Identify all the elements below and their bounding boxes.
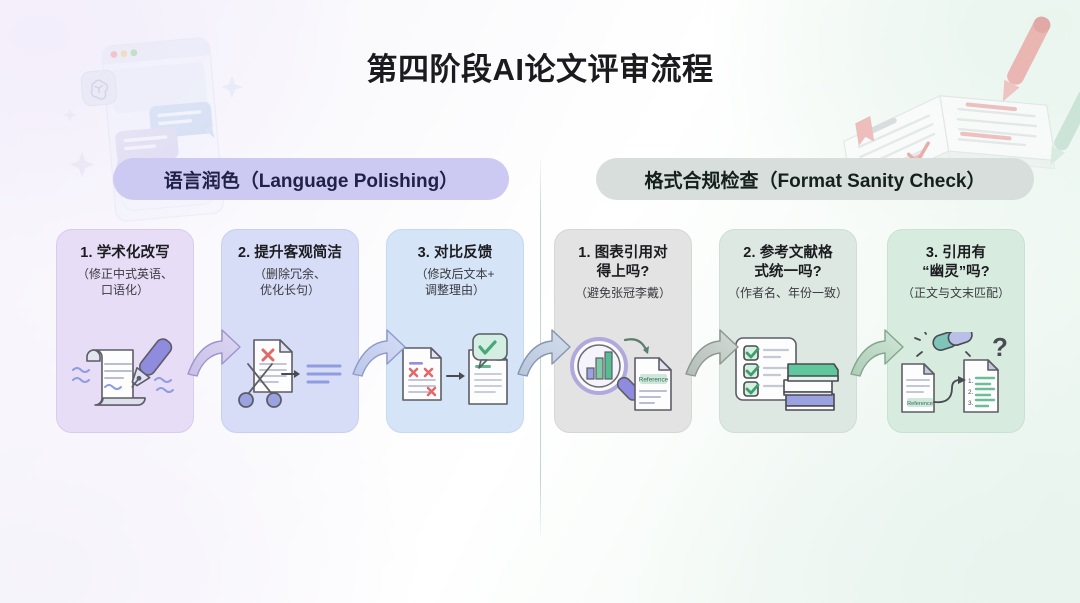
card-title-line-1: 2. 参考文献格: [743, 245, 833, 261]
card-title-line-1: 1. 图表引用对: [578, 245, 668, 261]
card-subtitle-line-2: 优化长句）: [259, 283, 320, 298]
flow-arrow-2-to-3: [351, 316, 407, 378]
document-compare-check-icon: [395, 332, 515, 418]
card-subtitle: （删除冗余、 优化长句）: [254, 267, 326, 299]
scissors-document-icon: [230, 332, 350, 418]
card-subtitle-line-2: 调整理由）: [424, 283, 485, 298]
flow-arrow-5-to-6: [849, 316, 905, 378]
card-contrast-feedback[interactable]: 3. 对比反馈 （修改后文本+ 调整理由）: [386, 229, 524, 433]
card-subtitle: （作者名、年份一致）: [728, 285, 849, 300]
svg-text:1.: 1.: [968, 378, 974, 385]
scroll-pen-icon: [65, 332, 185, 418]
section-header-language-polishing: 语言润色（Language Polishing）: [113, 158, 509, 200]
card-figure-citation-match[interactable]: 1. 图表引用对 得上吗? （避免张冠李戴） Reference: [554, 229, 692, 433]
card-academic-rewrite[interactable]: 1. 学术化改写 （修正中式英语、 口语化）: [56, 229, 194, 433]
flow-arrow-1-to-2: [186, 316, 242, 378]
card-reference-format-consistency[interactable]: 2. 参考文献格 式统一吗? （作者名、年份一致）: [719, 229, 857, 433]
card-title-line-2: 得上吗?: [596, 264, 650, 281]
card-subtitle-line-2: 口语化）: [100, 283, 149, 298]
card-subtitle-line-1: （修改后文本+: [415, 267, 495, 282]
card-objective-concise[interactable]: 2. 提升客观简洁 （删除冗余、 优化长句）: [221, 229, 359, 433]
page-title: 第四阶段AI论文评审流程: [366, 52, 714, 87]
card-title: 3. 引用有 “幽灵”吗?: [922, 244, 989, 283]
section-header-format-sanity-check: 格式合规检查（Format Sanity Check）: [596, 158, 1034, 200]
broken-link-documents-icon: ? Reference 1. 2. 3.: [896, 326, 1016, 418]
checklist-books-icon: [728, 332, 848, 418]
flow-arrow-3-to-4: [516, 316, 572, 378]
card-title: 3. 对比反馈: [417, 245, 493, 261]
svg-text:Reference: Reference: [907, 401, 933, 407]
card-subtitle-line-1: （修正中式英语、: [76, 267, 173, 282]
card-title: 2. 提升客观简洁: [237, 245, 343, 261]
card-title: 1. 学术化改写: [80, 245, 170, 261]
svg-text:?: ?: [992, 332, 1008, 362]
card-subtitle: （修改后文本+ 调整理由）: [415, 267, 494, 299]
card-ghost-citation[interactable]: 3. 引用有 “幽灵”吗? （正文与文末匹配） ?: [887, 229, 1025, 433]
card-title: 1. 图表引用对 得上吗?: [578, 244, 667, 283]
card-subtitle: （正文与文末匹配）: [901, 285, 1010, 300]
card-subtitle-line-1: （删除冗余、: [253, 267, 326, 282]
svg-text:2.: 2.: [968, 389, 974, 396]
flow-arrow-4-to-5: [684, 316, 740, 378]
card-title-line-2: “幽灵”吗?: [922, 264, 990, 281]
card-title-line-2: 式统一吗?: [754, 264, 822, 281]
card-title: 2. 参考文献格 式统一吗?: [743, 244, 832, 283]
svg-text:3.: 3.: [968, 400, 974, 407]
svg-text:Reference: Reference: [639, 377, 669, 384]
magnifier-chart-reference-icon: Reference: [563, 332, 683, 418]
card-subtitle: （修正中式英语、 口语化）: [77, 267, 173, 299]
card-subtitle: （避免张冠李戴）: [574, 285, 671, 300]
card-title-line-1: 3. 引用有: [925, 245, 987, 261]
